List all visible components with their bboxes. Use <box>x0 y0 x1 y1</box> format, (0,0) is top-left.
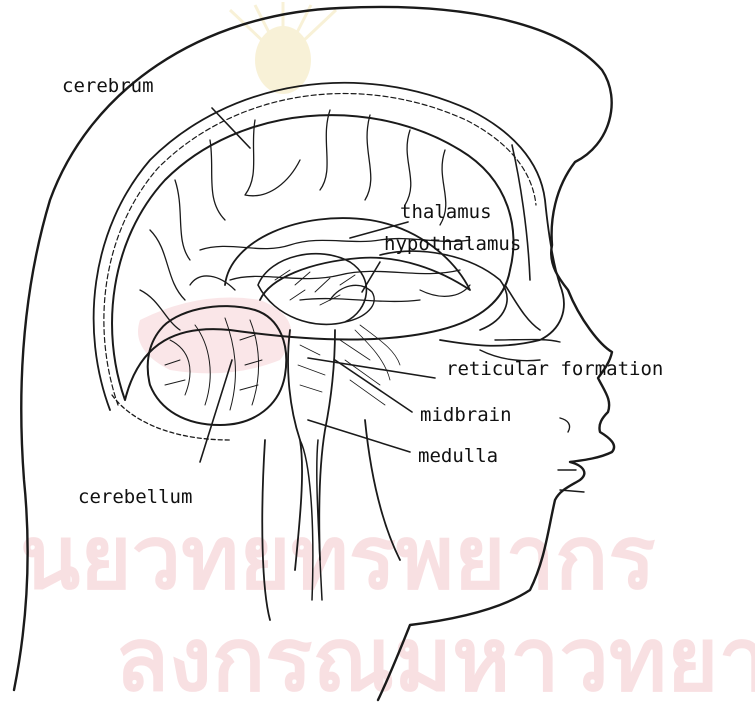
frontal-lower <box>380 251 507 330</box>
corpus-callosum <box>225 218 470 300</box>
leader-lines <box>200 108 435 462</box>
nostril <box>560 418 570 432</box>
leader-reticular <box>308 358 435 378</box>
label-cerebrum: cerebrum <box>62 75 154 97</box>
label-hypothalamus: hypothalamus <box>384 233 521 255</box>
leader-hypothalamus <box>362 262 380 292</box>
hypothalamus-shape <box>330 285 374 322</box>
leader-cerebellum <box>200 360 232 462</box>
label-midbrain: midbrain <box>420 404 512 426</box>
frontal-fold <box>420 285 470 296</box>
label-reticular-formation: reticular formation <box>446 358 663 380</box>
label-cerebellum: cerebellum <box>78 486 192 508</box>
label-medulla: medulla <box>418 445 498 467</box>
watermark-text-1: นยวทยทรพยากร <box>20 506 656 609</box>
label-thalamus: thalamus <box>400 201 492 223</box>
occipital-dashed <box>112 395 230 440</box>
